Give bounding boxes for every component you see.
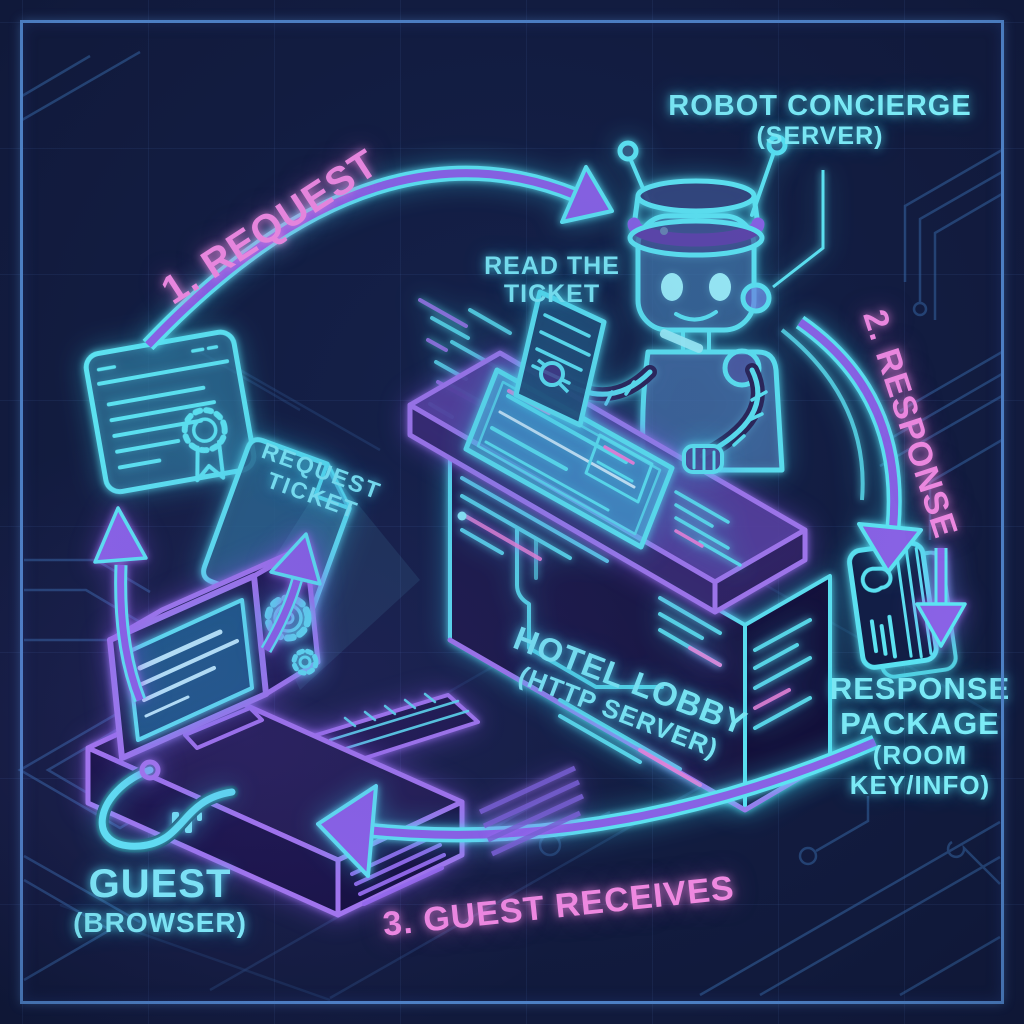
server-label-connector-line: [772, 170, 825, 289]
certificate-document-icon: [83, 329, 257, 495]
